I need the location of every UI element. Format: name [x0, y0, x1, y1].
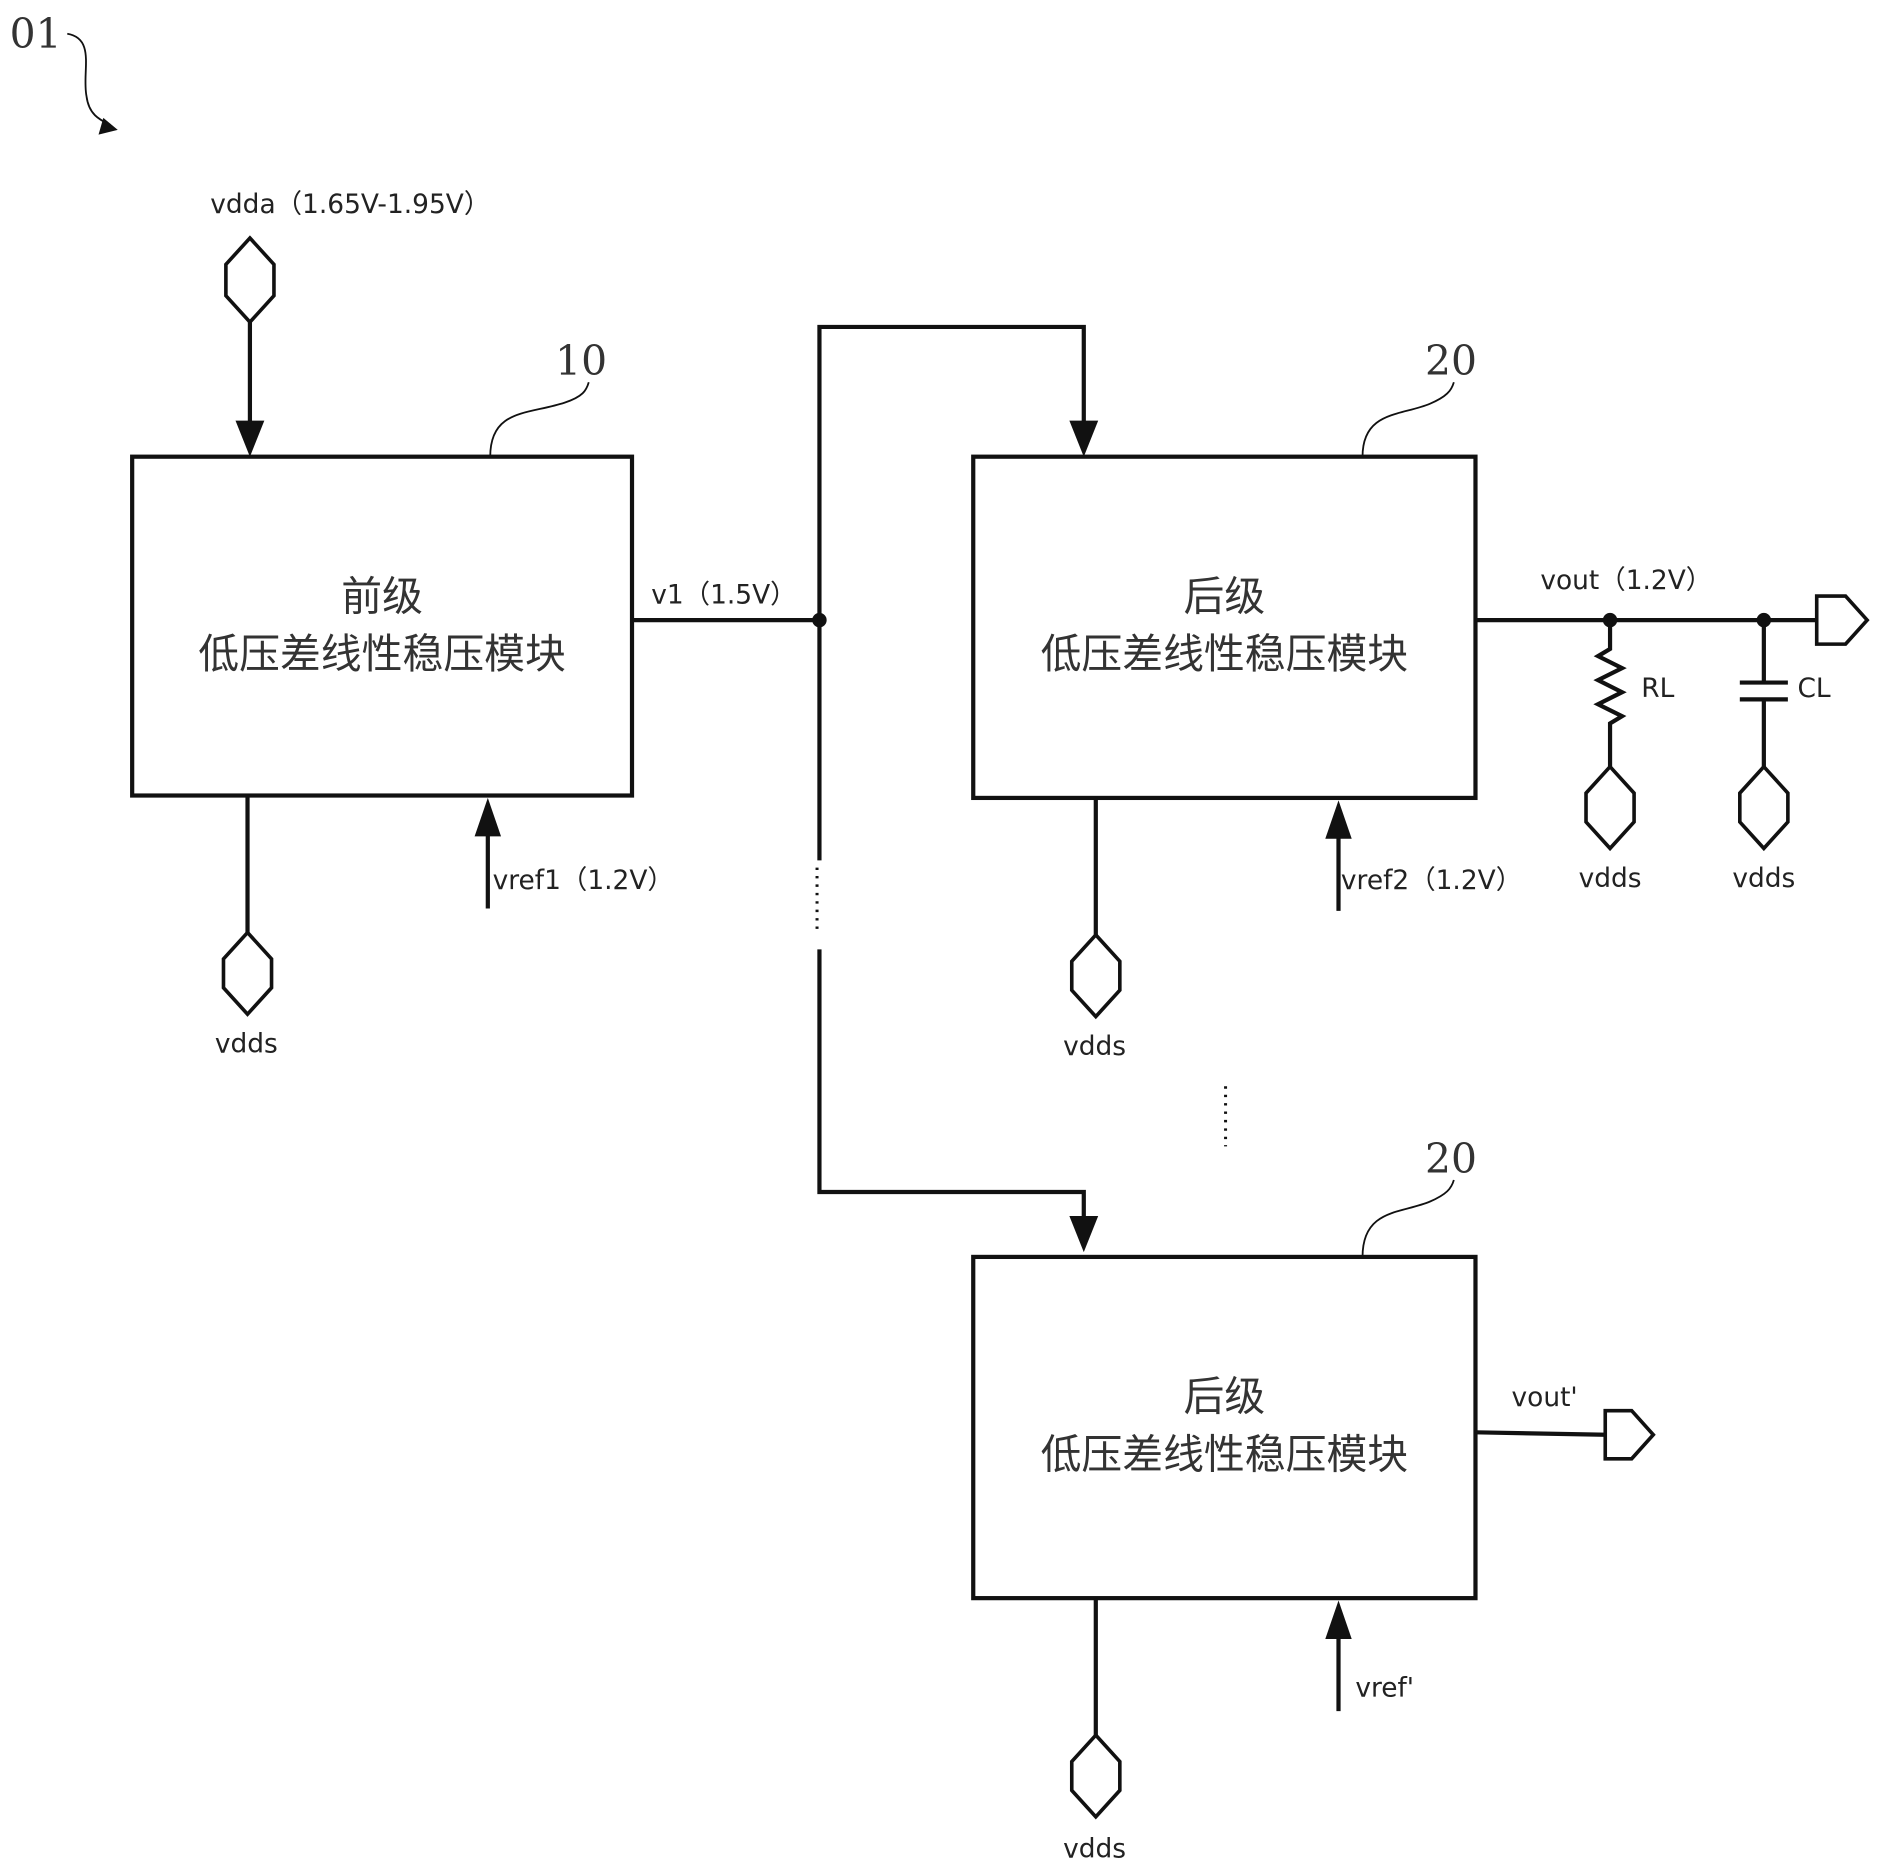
module-20a-ground-label: vdds	[1063, 1031, 1126, 1062]
module-20a-title: 后级	[1184, 572, 1266, 620]
module-20a-input-arrow-icon	[1069, 420, 1099, 457]
figure-ref: 01	[10, 10, 62, 58]
module-20b-subtitle: 低压差线性稳压模块	[1041, 1430, 1409, 1478]
module-20b-title: 后级	[1184, 1373, 1266, 1421]
vout-prime-wire	[1475, 1430, 1606, 1437]
rl-resistor-icon	[1593, 620, 1627, 767]
vout-prime-port-icon	[1603, 1408, 1656, 1461]
vout-prime-label: vout'	[1512, 1382, 1578, 1413]
module-20b-ground-label: vdds	[1063, 1834, 1126, 1865]
module-20b-ground-port-icon	[1069, 1732, 1122, 1820]
module-10-leader	[489, 381, 590, 457]
v1-label: v1（1.5V）	[651, 579, 796, 610]
rl-ground-port-icon	[1584, 764, 1636, 852]
module-20a-subtitle: 低压差线性稳压模块	[1041, 630, 1409, 678]
figure-leader-line	[67, 32, 111, 126]
v1-to-module-20a-wire	[817, 324, 1086, 621]
vout-label: vout（1.2V）	[1540, 565, 1712, 596]
rl-label: RL	[1641, 673, 1674, 704]
figure-leader-arrow-icon	[98, 117, 118, 135]
module-10-ref: 10	[555, 337, 607, 385]
vdda-port-icon	[224, 235, 276, 325]
module-10-title: 前级	[341, 572, 423, 620]
module-20a-ref: 20	[1425, 337, 1477, 385]
module-20a-box	[971, 454, 1478, 801]
cl-ground-label: vdds	[1732, 863, 1795, 894]
module-20b-box	[971, 1254, 1478, 1601]
cl-ground-port-icon	[1738, 764, 1790, 852]
module-10-subtitle: 低压差线性稳压模块	[198, 630, 566, 678]
module-20b-vref-arrow-icon	[1325, 1600, 1352, 1639]
module-20b-input-arrow-icon	[1069, 1216, 1099, 1253]
vout-port-icon	[1814, 594, 1870, 646]
module-20a-ground-port-icon	[1069, 932, 1122, 1020]
module-20a-vref-label: vref2（1.2V）	[1341, 865, 1522, 896]
module-20a-vref-arrow-icon	[1325, 800, 1352, 839]
module-20b-leader	[1361, 1179, 1455, 1257]
vdda-arrow-icon	[235, 420, 265, 457]
vdda-label: vdda（1.65V-1.95V）	[210, 189, 490, 220]
module-10-vref-arrow-icon	[474, 797, 502, 837]
rl-ground-label: vdds	[1579, 863, 1642, 894]
cl-label: CL	[1797, 673, 1830, 704]
module-20b-ref: 20	[1425, 1135, 1477, 1183]
module-10-ground-label: vdds	[215, 1029, 278, 1060]
module-20b-vref-label: vref'	[1355, 1673, 1414, 1704]
module-20a-leader	[1361, 381, 1455, 457]
module-10-ground-port-icon	[221, 929, 274, 1017]
module-10-box	[130, 454, 635, 798]
v1-to-module-20b-wire	[817, 949, 1086, 1221]
module-10-vref-label: vref1（1.2V）	[493, 865, 674, 896]
